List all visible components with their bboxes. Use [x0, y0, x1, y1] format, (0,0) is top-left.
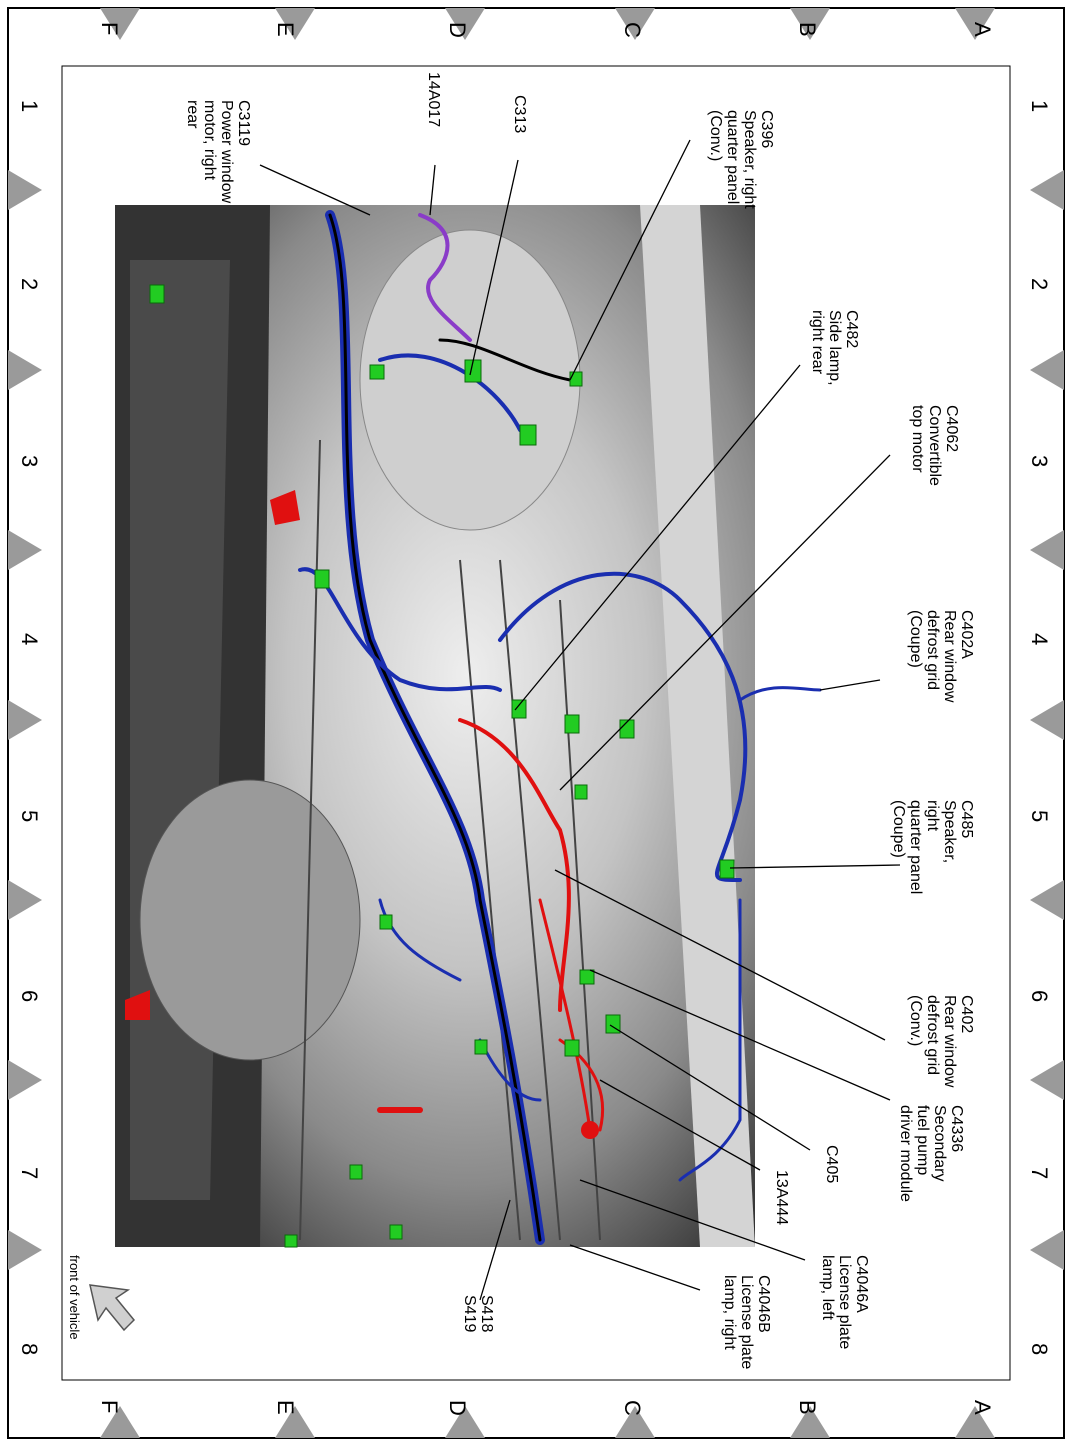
grid-num-7-left: 7 — [17, 1167, 42, 1180]
grid-letter-a-bottom: A — [970, 1400, 995, 1415]
grid-num-2-top: 2 — [1027, 278, 1052, 291]
grid-letter-c-bottom: C — [620, 1400, 645, 1416]
red-clips — [125, 490, 599, 1139]
callout-c4062: C4062 Convertible top motor — [909, 405, 960, 486]
grid-num-5-top: 5 — [1027, 810, 1052, 823]
grid-num-7-top: 7 — [1027, 1167, 1052, 1180]
callout-c4046a: C4046A License plate lamp, left — [819, 1255, 870, 1350]
grid-letter-d-bottom: D — [445, 1400, 470, 1416]
callout-14a017: 14A017 — [425, 72, 442, 128]
grid-num-1-top: 1 — [1027, 100, 1052, 113]
callout-c396: C396 Speaker, right quarter panel (Conv.… — [707, 110, 775, 209]
grid-num-8-left: 8 — [17, 1343, 42, 1356]
grid-num-4-left: 4 — [17, 633, 42, 646]
border-markers — [8, 8, 1064, 1438]
leader-lines — [259, 139, 901, 1301]
grid-letter-d-top: D — [445, 22, 470, 38]
grid-num-8-top: 8 — [1027, 1343, 1052, 1356]
grid-num-3-left: 3 — [17, 455, 42, 468]
callout-c482: C482 Side lamp, right rear — [809, 310, 860, 386]
grid-letter-f-bottom: F — [97, 1400, 122, 1414]
grid-num-2-left: 2 — [17, 278, 42, 291]
callout-c405: C405 — [823, 1145, 840, 1184]
front-of-vehicle-label: front of vehicle — [67, 1255, 82, 1340]
grid-letter-b-bottom: B — [795, 1400, 820, 1415]
grid-num-6-top: 6 — [1027, 990, 1052, 1003]
callout-c4336: C4336 Secondary fuel pump driver module — [897, 1105, 965, 1202]
callout-c313: C313 — [511, 95, 528, 134]
grid-num-1-left: 1 — [17, 100, 42, 113]
grid-letter-b-top: B — [795, 22, 820, 37]
connectors — [149, 284, 735, 1248]
grid-letter-c-top: C — [620, 22, 645, 38]
callout-c485: C485 Speaker, right quarter panel (Coupe… — [890, 800, 975, 895]
grid-num-4-top: 4 — [1027, 633, 1052, 646]
callout-s418-s419: S418 S419 — [461, 1295, 495, 1333]
callout-c402: C402 Rear window defrost grid (Conv.) — [907, 995, 975, 1088]
grid-letter-e-bottom: E — [273, 1400, 298, 1415]
grid-letter-e-top: E — [273, 22, 298, 37]
grid-num-6-left: 6 — [17, 990, 42, 1003]
grid-num-3-top: 3 — [1027, 455, 1052, 468]
callout-c3119: C3119 Power window motor, right rear — [184, 100, 252, 204]
grid-num-5-left: 5 — [17, 810, 42, 823]
callout-c4046b: C4046B License plate lamp, right — [721, 1275, 772, 1370]
vehicle-illustration — [115, 205, 755, 1247]
callout-c402a: C402A Rear window defrost grid (Coupe) — [907, 610, 975, 703]
grid-letter-a-top: A — [970, 22, 995, 37]
front-arrow-icon — [89, 1284, 136, 1332]
callout-c13a444: 13A444 — [773, 1170, 790, 1226]
grid-letter-f-top: F — [97, 22, 122, 36]
